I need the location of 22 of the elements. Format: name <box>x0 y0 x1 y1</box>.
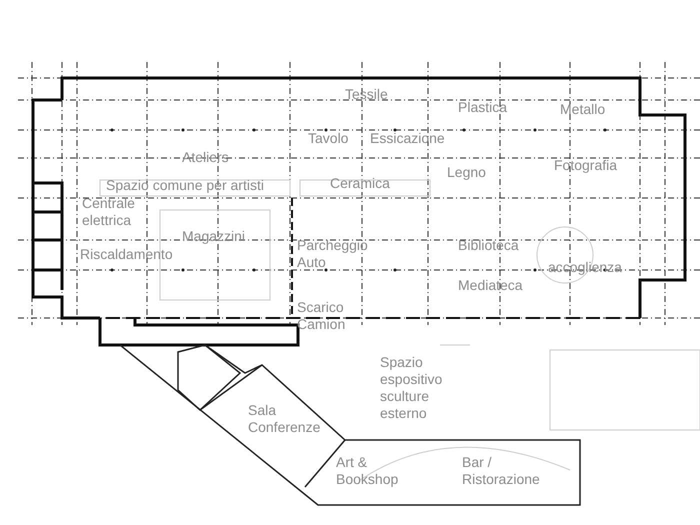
room-label: accoglienza <box>548 259 623 276</box>
room-label: Legno <box>447 164 487 181</box>
room-label: Tavolo <box>308 130 350 147</box>
room-label: Mediateca <box>458 277 524 294</box>
room-label: Riscaldamento <box>80 246 174 263</box>
room-label: Tessile <box>345 86 389 103</box>
room-label: Fotografia <box>554 157 618 174</box>
room-label: Bar / Ristorazione <box>462 454 541 488</box>
room-label: Essicazione <box>370 130 446 147</box>
room-label: Scarico Camion <box>297 299 346 333</box>
room-label: Art & Bookshop <box>336 454 400 488</box>
room-label: Metallo <box>560 101 606 118</box>
room-label: Parcheggio Auto <box>297 237 369 271</box>
room-label: Ateliers <box>182 149 230 166</box>
room-label: Spazio espositivo sculture esterno <box>380 354 444 422</box>
room-label: Plastica <box>458 99 508 116</box>
room-label: Spazio comune per artisti <box>106 177 265 194</box>
room-label: Sala Conferenze <box>248 402 322 436</box>
room-label: Magazzini <box>182 228 246 245</box>
room-label: Centrale elettrica <box>82 195 136 229</box>
room-label: Biblioteca <box>458 237 520 254</box>
room-label: Ceramica <box>330 175 391 192</box>
